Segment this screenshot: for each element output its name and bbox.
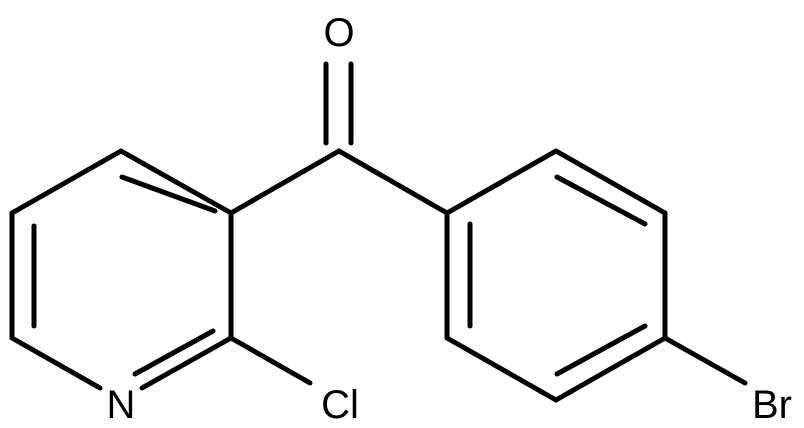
carbonyl-to-phenyl-bond: [336, 148, 450, 216]
carbonyl-double-bond: [323, 61, 354, 146]
carbonyl-to-pyridine-bond: [228, 148, 342, 216]
pyridine-ring: [9, 148, 313, 391]
chlorine-atom-label: Cl: [321, 383, 359, 427]
oxygen-atom-label: O: [323, 11, 354, 55]
bromine-atom-label: Br: [752, 383, 792, 427]
nitrogen-atom-label: N: [107, 383, 136, 427]
phenyl-ring: [444, 148, 748, 403]
